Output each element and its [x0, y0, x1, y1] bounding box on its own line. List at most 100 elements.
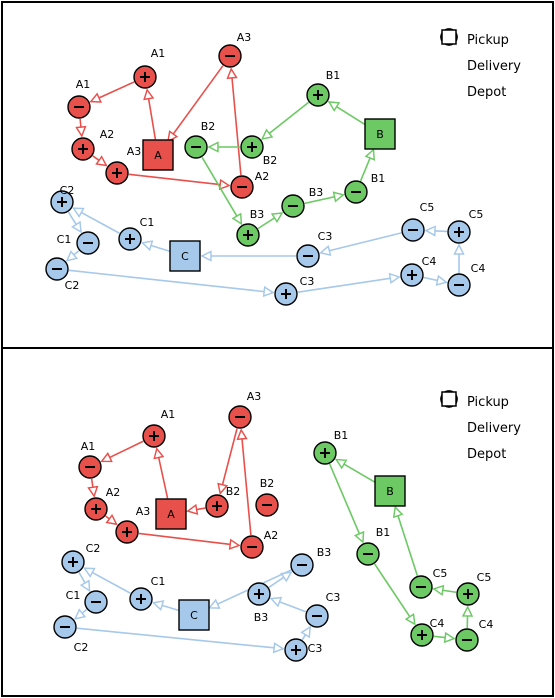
- pickup-node-c3: C3: [284, 638, 323, 662]
- route-edge-b: [328, 463, 363, 542]
- plus-icon: [417, 630, 427, 640]
- plus-icon: [254, 589, 264, 599]
- plus-icon: [140, 72, 150, 82]
- plus-icon: [149, 431, 159, 441]
- route-edge-b: [373, 563, 415, 624]
- minus-circle-icon: [439, 28, 461, 77]
- depot-a: A: [155, 498, 187, 530]
- route-edge-b: [434, 589, 457, 592]
- delivery-node-a1: A1: [67, 78, 91, 119]
- legend-depot-label: Depot: [467, 446, 507, 462]
- node-label: C3: [318, 230, 333, 243]
- plus-icon: [122, 527, 132, 537]
- legend-top: Pickup Delivery Depot: [439, 27, 521, 105]
- depot-label: C: [190, 609, 198, 622]
- route-edge-c: [153, 603, 179, 612]
- node-label: A1: [76, 78, 91, 91]
- node-label: C5: [420, 201, 435, 214]
- pickup-node-a1: A1: [133, 47, 166, 89]
- route-edge-a: [157, 449, 169, 499]
- route-edge-c: [271, 599, 307, 613]
- route-edge-a: [91, 81, 135, 102]
- delivery-node-a2: A2: [240, 529, 279, 559]
- depot-label: A: [154, 149, 162, 162]
- plus-icon: [320, 448, 330, 458]
- node-label: B2: [263, 154, 278, 167]
- node-label: B2: [260, 477, 275, 490]
- node-label: A2: [100, 128, 115, 141]
- node-label: C5: [433, 567, 448, 580]
- delivery-node-a1: A1: [78, 440, 102, 479]
- pickup-node-b1: B1: [306, 69, 341, 107]
- route-edge-c: [321, 232, 402, 253]
- route-edge-c: [76, 627, 283, 649]
- delivery-node-b2: B2: [255, 477, 279, 517]
- route-edge-c: [67, 251, 80, 261]
- delivery-node-c5: C5: [409, 567, 448, 599]
- delivery-node-c5: C5: [401, 201, 435, 242]
- depot-label: A: [167, 508, 175, 521]
- square-icon: [439, 391, 461, 465]
- delivery-node-b1: B1: [356, 526, 391, 566]
- route-edge-a: [92, 155, 107, 166]
- delivery-node-a3: A3: [218, 31, 251, 68]
- legend-bottom: Pickup Delivery Depot: [439, 389, 521, 467]
- legend-pickup-label: Pickup: [467, 32, 509, 48]
- node-label: C3: [326, 591, 341, 604]
- route-edge-a: [241, 430, 252, 536]
- node-label: C2: [86, 542, 101, 555]
- square-icon: [439, 29, 461, 103]
- plus-icon: [91, 504, 101, 514]
- delivery-node-a2: A2: [230, 170, 269, 199]
- depot-b: B: [374, 475, 406, 507]
- node-label: B3: [250, 208, 265, 221]
- route-edge-a: [128, 173, 229, 185]
- delivery-node-b1: B1: [344, 172, 385, 204]
- node-label: B2: [201, 120, 216, 133]
- plus-icon: [407, 270, 417, 280]
- node-label: C4: [471, 262, 486, 275]
- node-label: B1: [376, 526, 391, 539]
- route-edge-b: [257, 213, 282, 230]
- plus-icon: [291, 645, 301, 655]
- pickup-node-c4: C4: [410, 617, 445, 647]
- delivery-node-b3: B3: [290, 546, 331, 577]
- route-edge-a: [138, 532, 239, 545]
- node-label: C2: [60, 184, 75, 197]
- node-label: C4: [430, 617, 445, 630]
- delivery-node-c2: C2: [45, 257, 80, 292]
- node-label: B1: [326, 69, 341, 82]
- node-label: A1: [151, 47, 166, 60]
- plus-icon: [243, 230, 253, 240]
- node-label: A3: [136, 505, 151, 518]
- node-label: C2: [65, 279, 80, 292]
- pickup-node-c4: C4: [400, 255, 436, 287]
- node-label: A2: [264, 529, 279, 542]
- node-label: C5: [477, 571, 492, 584]
- pickup-node-c3: C3: [274, 275, 314, 306]
- depot-b: B: [364, 118, 396, 150]
- node-label: C3: [308, 642, 323, 655]
- route-edge-a: [105, 516, 117, 524]
- delivery-node-c3: C3: [305, 591, 341, 628]
- plus-icon: [125, 234, 135, 244]
- delivery-node-c4: C4: [447, 262, 486, 297]
- route-edge-b: [304, 195, 344, 205]
- pickup-node-b3: B3: [247, 582, 271, 624]
- pickup-node-c5: C5: [456, 571, 492, 606]
- depot-c: C: [178, 599, 210, 631]
- node-label: A1: [81, 440, 96, 453]
- route-edge-a: [220, 428, 238, 494]
- node-label: A2: [106, 486, 121, 499]
- pickup-node-c5: C5: [447, 208, 483, 244]
- pickup-node-b1: B1: [313, 429, 348, 465]
- route-edge-c: [73, 208, 120, 234]
- plus-icon: [247, 142, 257, 152]
- delivery-node-c2: C2: [53, 615, 88, 654]
- plus-icon: [57, 197, 67, 207]
- depot-label: B: [386, 485, 394, 498]
- pickup-node-c1: C1: [118, 216, 154, 251]
